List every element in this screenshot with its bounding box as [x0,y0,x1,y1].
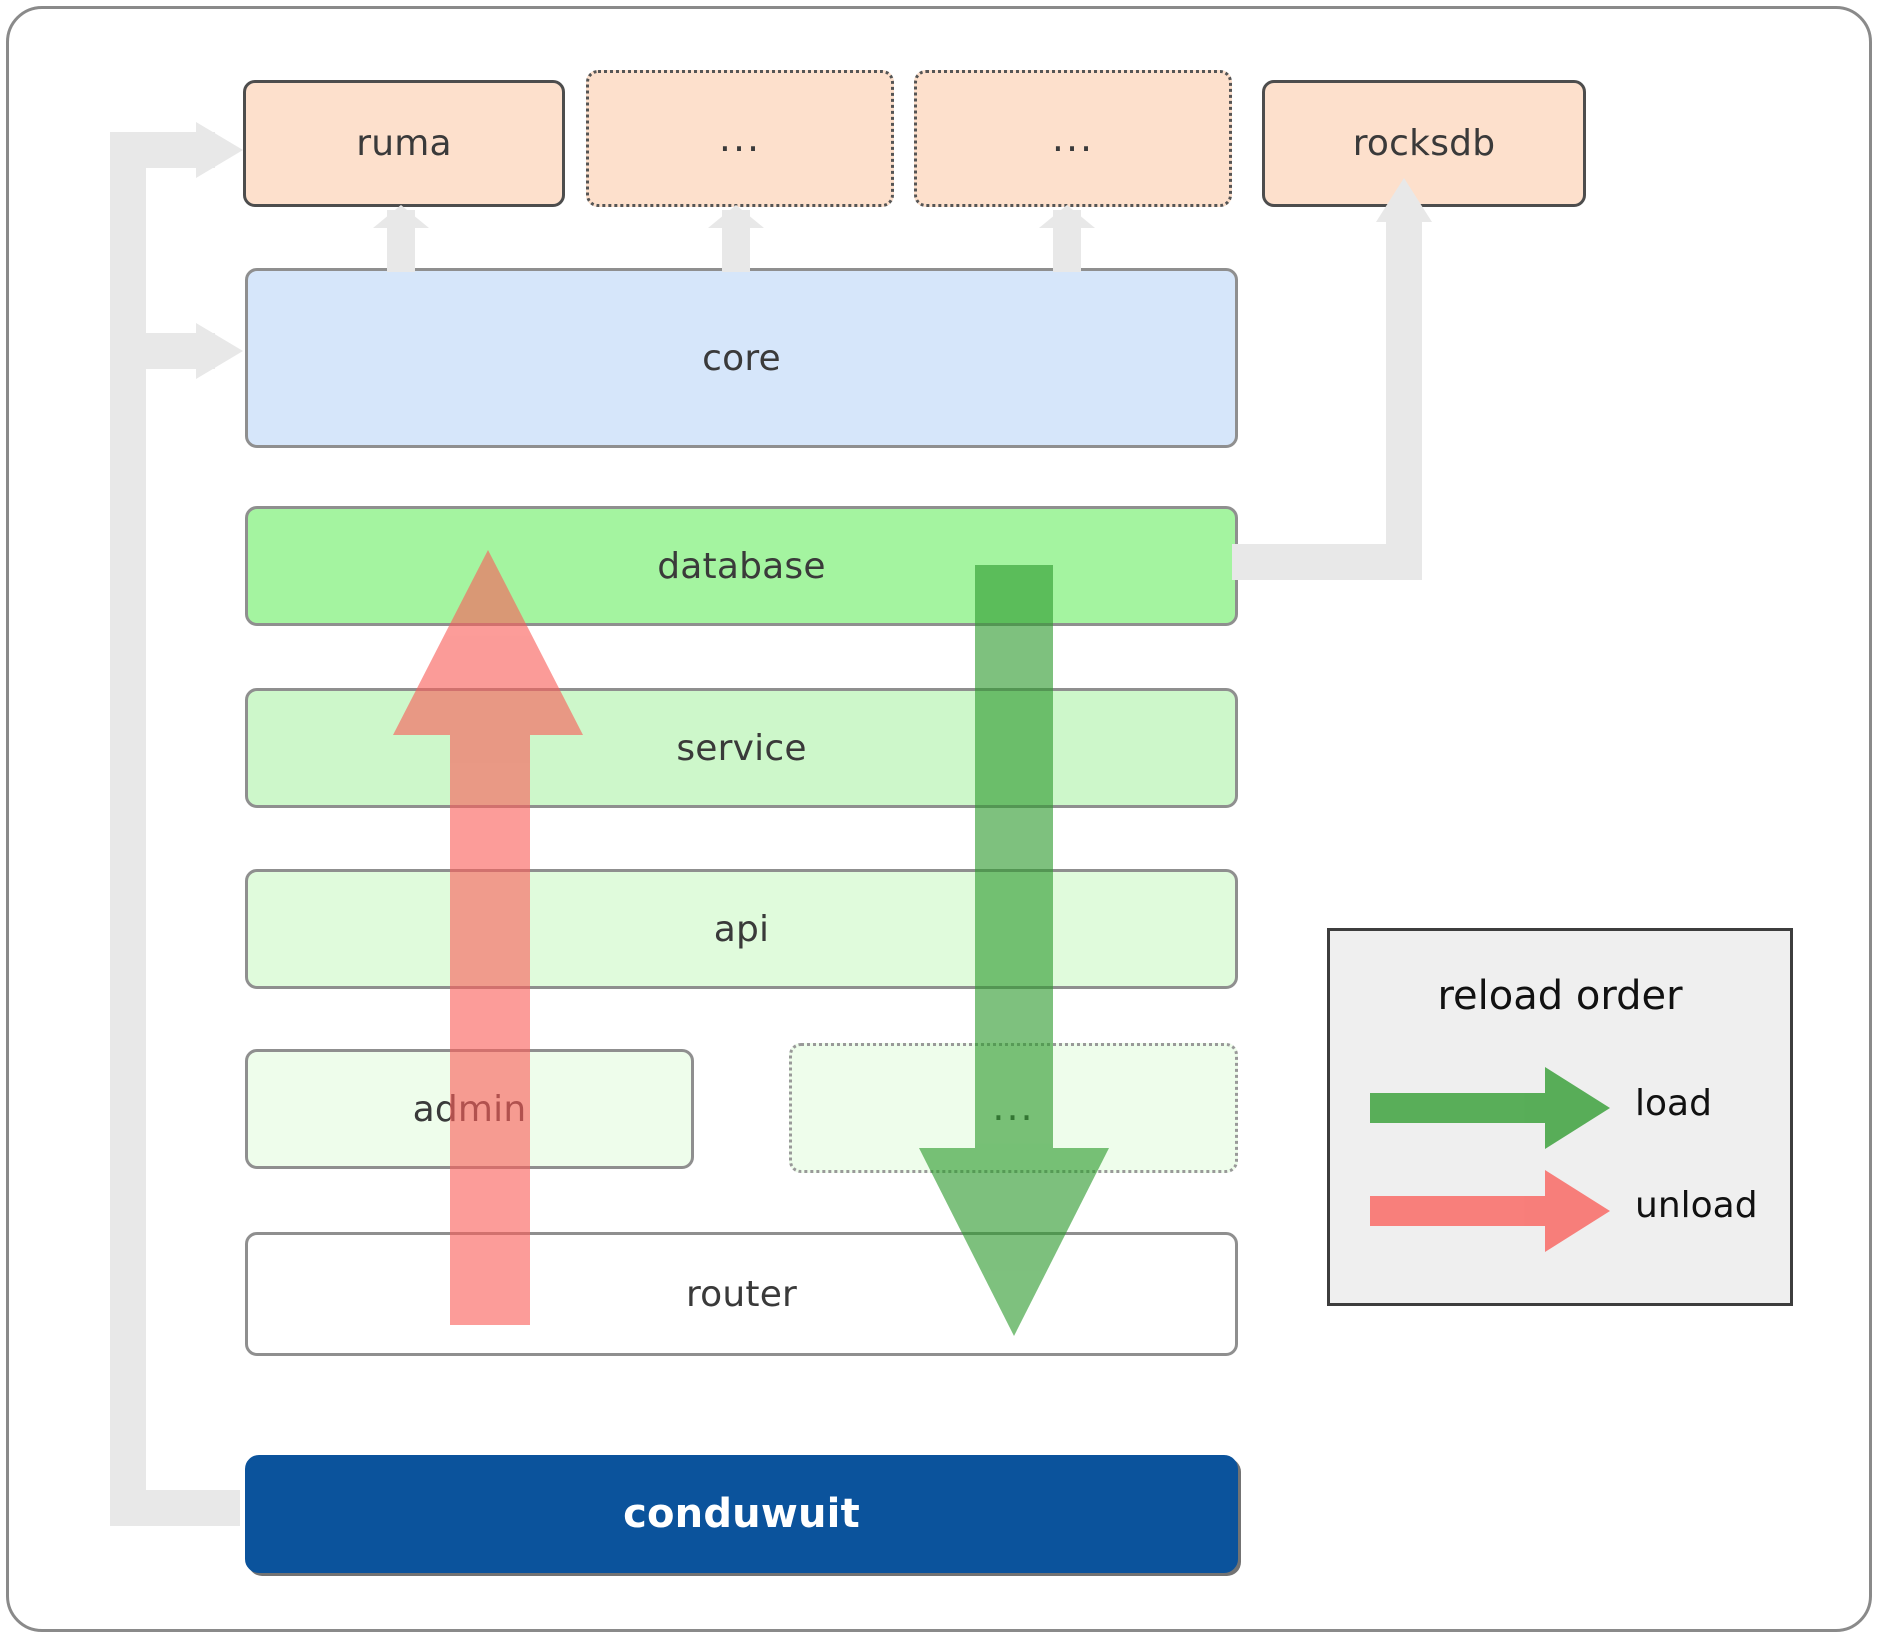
layer-node-router[interactable]: router [245,1232,1238,1356]
layer-node-database-label: database [657,545,826,587]
legend-unload-arrow [1370,1170,1610,1252]
external-node-ellipsis-2[interactable]: ... [914,70,1232,207]
external-node-rocksdb-label: rocksdb [1352,123,1496,164]
legend-arrow-graphics [1370,1067,1610,1252]
layer-node-core-label: core [702,337,781,379]
layer-node-ellipsis-3-label: ... [992,1085,1035,1130]
layer-node-service-label: service [676,727,807,769]
external-node-ellipsis-1[interactable]: ... [586,70,894,207]
layer-node-admin[interactable]: admin [245,1049,694,1169]
legend-panel: reload order load unload [1327,928,1793,1306]
layer-node-api-label: api [713,908,770,950]
layer-node-admin-label: admin [412,1088,527,1130]
external-node-ruma[interactable]: ruma [243,80,565,207]
external-node-ruma-label: ruma [356,123,452,164]
external-node-ellipsis-1-label: ... [718,115,762,160]
legend-item-load-label: load [1635,1083,1712,1124]
legend-title: reload order [1437,973,1683,1019]
binary-node-conduwuit[interactable]: conduwuit [245,1455,1238,1573]
layer-node-api[interactable]: api [245,869,1238,989]
diagram-frame [6,6,1872,1632]
layer-node-ellipsis-3[interactable]: ... [789,1043,1238,1173]
binary-node-conduwuit-label: conduwuit [623,1491,860,1537]
layer-node-core[interactable]: core [245,268,1238,448]
layer-node-database[interactable]: database [245,506,1238,626]
legend-item-unload-label: unload [1635,1185,1758,1226]
legend-load-arrow [1370,1067,1610,1149]
layer-node-service[interactable]: service [245,688,1238,808]
external-node-ellipsis-2-label: ... [1051,115,1095,160]
layer-node-router-label: router [685,1273,798,1315]
external-node-rocksdb[interactable]: rocksdb [1262,80,1586,207]
